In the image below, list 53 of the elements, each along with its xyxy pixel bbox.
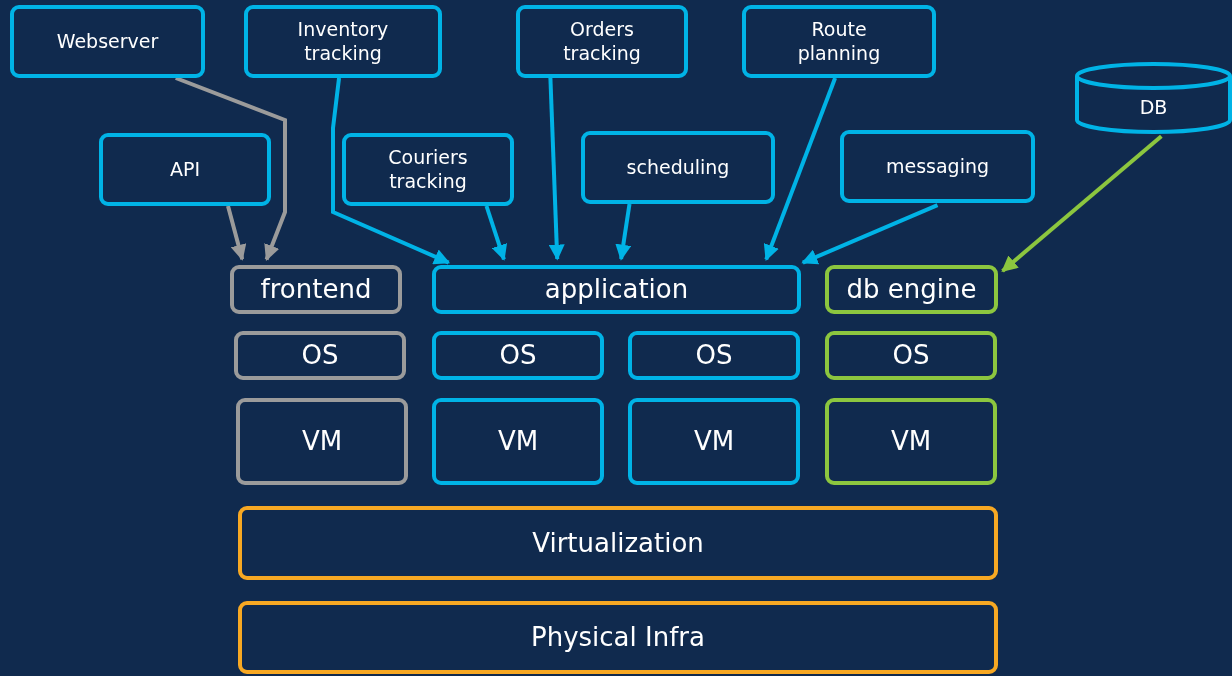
node-label: messaging [885, 154, 990, 179]
arrow [226, 205, 247, 261]
node-label: Physical Infra [531, 621, 705, 654]
layer-box [825, 331, 997, 380]
node-label: DB [1139, 96, 1168, 120]
layer-box [236, 398, 408, 485]
layer-box [628, 398, 800, 485]
layer-box [825, 265, 998, 314]
node-label: API [169, 157, 201, 182]
component-box [742, 5, 936, 78]
component-box [516, 5, 688, 78]
node-label: VM [693, 425, 735, 458]
arrow [615, 203, 632, 261]
node-label: OS [301, 339, 339, 372]
node-label: db engine [846, 273, 977, 306]
node-label: Couriers tracking [387, 145, 469, 194]
node-label: Route planning [796, 17, 882, 66]
arrow [763, 77, 837, 261]
node-label: scheduling [626, 155, 730, 180]
database-cylinder [1075, 62, 1232, 134]
layer-box [230, 265, 402, 314]
node-label: Virtualization [532, 526, 704, 560]
node-label: application [544, 273, 689, 306]
node-label: OS [892, 339, 930, 372]
arrow [801, 203, 939, 265]
layer-box [432, 398, 604, 485]
arrow [484, 205, 508, 261]
arrow [1001, 134, 1163, 273]
layer-box [238, 506, 998, 580]
arrow [548, 77, 565, 261]
layer-box [825, 398, 997, 485]
node-label: VM [890, 425, 932, 458]
component-box [342, 133, 514, 206]
layer-box [432, 331, 604, 380]
node-label: OS [499, 339, 537, 372]
layer-box [628, 331, 800, 380]
node-label: VM [301, 425, 343, 458]
layer-box [238, 601, 998, 674]
component-box [10, 5, 205, 78]
node-label: Inventory tracking [296, 17, 390, 66]
node-label: Webserver [56, 29, 159, 54]
component-box [244, 5, 442, 78]
component-box [99, 133, 271, 206]
arrow [331, 77, 451, 265]
layer-box [234, 331, 406, 380]
layer-box [432, 265, 801, 314]
node-label: Orders tracking [562, 17, 642, 66]
node-label: OS [695, 339, 733, 372]
node-label: VM [497, 425, 539, 458]
component-box [840, 130, 1035, 203]
arrow [175, 76, 287, 261]
component-box [581, 131, 775, 204]
node-label: frontend [260, 273, 372, 306]
